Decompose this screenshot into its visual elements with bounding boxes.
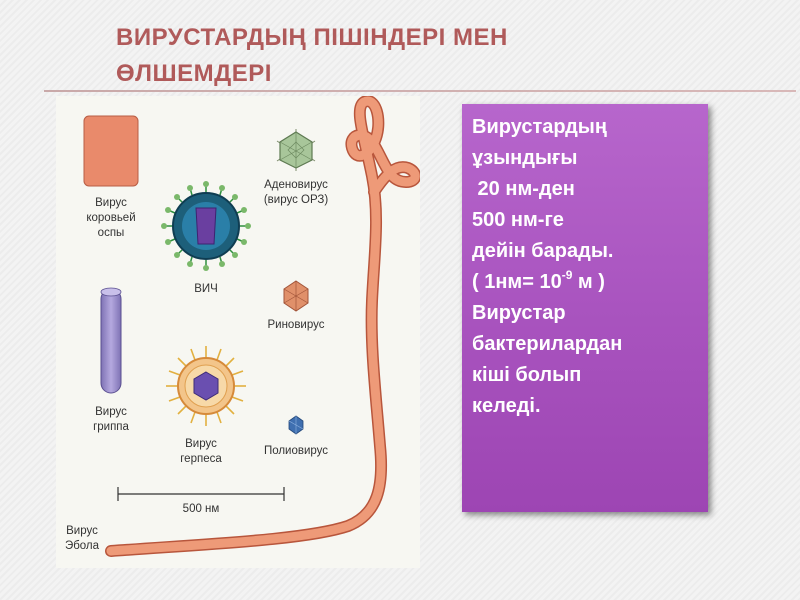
panel-line: ұзындығы	[472, 147, 578, 169]
panel-line: дейін барады.	[472, 240, 614, 262]
info-panel-text: Вирустардың ұзындығы 20 нм-ден 500 нм-ге…	[472, 112, 704, 422]
virus-shapes-figure: Вирус коровьей оспы ВИЧ Аденовирус (виру…	[56, 96, 420, 568]
hiv-virus-shape	[161, 181, 251, 271]
slide-title: ВИРУСТАРДЫҢ ПІШІНДЕРІ МЕН ӨЛШЕМДЕРІ	[116, 20, 716, 92]
info-panel: Вирустардың ұзындығы 20 нм-ден 500 нм-ге…	[462, 104, 708, 512]
panel-line: 500 нм-ге	[472, 209, 564, 231]
panel-line: Вирустар	[472, 302, 566, 324]
herpes-virus-shape	[166, 346, 246, 426]
label-scale: 500 нм	[182, 503, 220, 515]
panel-unit-conversion: ( 1нм= 10-9 м )	[472, 268, 605, 293]
virus-illustration	[83, 96, 420, 557]
slide-title-line-1: ВИРУСТАРДЫҢ ПІШІНДЕРІ МЕН	[116, 24, 508, 51]
title-divider	[44, 90, 796, 92]
label-influenza-virus: Вирус гриппа	[93, 406, 129, 433]
label-rhinovirus: Риновирус	[267, 319, 325, 331]
panel-line: бактерилардан	[472, 333, 623, 355]
panel-line: кіші болып	[472, 364, 582, 386]
adenovirus-shape	[276, 129, 316, 171]
ebola-virus-shape	[105, 96, 420, 557]
vaccinia-virus-shape	[83, 115, 139, 187]
label-ebola-virus: Вирус Эбола	[64, 525, 100, 552]
slide-title-line-2: ӨЛШЕМДЕРІ	[116, 60, 272, 87]
rhinovirus-shape	[283, 280, 309, 312]
influenza-virus-shape	[100, 288, 122, 394]
label-herpes-virus: Вирус герпеса	[180, 438, 222, 465]
panel-line: 20 нм-ден	[472, 178, 575, 200]
label-hiv: ВИЧ	[194, 283, 218, 295]
poliovirus-shape	[288, 415, 304, 435]
scale-bar	[117, 487, 285, 501]
panel-line: келеді.	[472, 395, 541, 417]
panel-line: Вирустардың	[472, 116, 607, 138]
label-adenovirus: Аденовирус (вирус ОРЗ)	[263, 179, 329, 206]
label-vaccinia-virus: Вирус коровьей оспы	[86, 197, 136, 239]
label-poliovirus: Полиовирус	[263, 445, 329, 457]
